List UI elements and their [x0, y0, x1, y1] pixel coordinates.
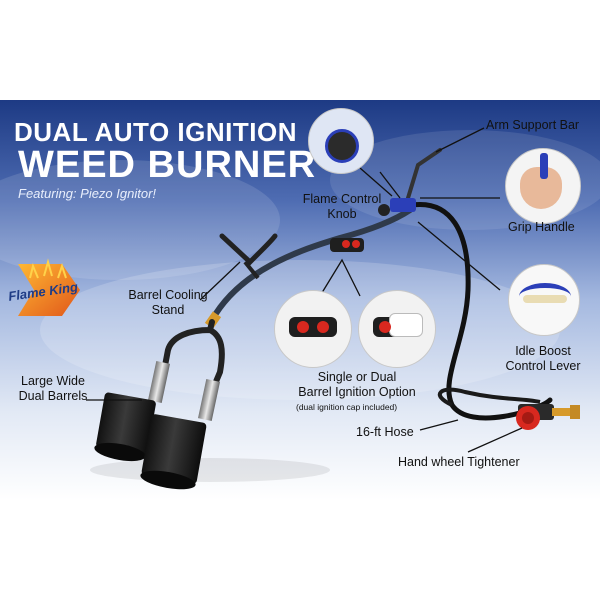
label-line: Control Lever — [505, 359, 581, 373]
label-large-barrels: Large Wide Dual Barrels — [12, 374, 94, 404]
title-line-2: WEED BURNER — [18, 144, 317, 186]
lever-detail-circle — [508, 264, 580, 336]
label-line: Idle Boost — [515, 344, 571, 358]
knob-icon — [325, 129, 359, 163]
label-ignition-option: Single or Dual Barrel Ignition Option — [282, 370, 432, 400]
label-line: Dual Barrels — [18, 389, 88, 403]
flame-king-logo — [18, 258, 80, 316]
red-button-icon — [379, 321, 391, 333]
label-line: Barrel Ignition Option — [298, 385, 416, 399]
handle-icon — [540, 153, 548, 179]
label-ignition-note: (dual ignition cap included) — [296, 402, 398, 412]
label-arm-support-bar: Arm Support Bar — [486, 118, 580, 132]
barrel-left — [94, 392, 156, 462]
label-barrel-cooling-stand: Barrel Cooling Stand — [120, 288, 216, 318]
label-line: Single or Dual — [317, 370, 397, 384]
red-button-icon — [317, 321, 329, 333]
white-cap-icon — [389, 313, 423, 337]
label-line: Stand — [151, 303, 185, 317]
barrel-right — [140, 414, 207, 490]
ignition-unit — [330, 238, 364, 252]
ground-shadow — [90, 458, 330, 482]
red-button-icon — [297, 321, 309, 333]
gas-hose-loop — [438, 387, 541, 407]
regulator — [516, 404, 580, 430]
label-line: Barrel Cooling — [128, 288, 208, 302]
flame-control-knob — [378, 204, 390, 216]
gas-hose — [409, 201, 553, 421]
barrel-manifold — [157, 319, 225, 399]
dual-ignition-circle — [274, 290, 352, 368]
label-idle-boost: Idle Boost Control Lever — [488, 344, 598, 374]
single-ignition-circle — [358, 290, 436, 368]
label-flame-control-knob: Flame Control Knob — [292, 192, 392, 222]
label-line: Large Wide — [21, 374, 85, 388]
label-hand-wheel: Hand wheel Tightener — [398, 455, 520, 469]
label-line: Flame Control — [302, 192, 382, 206]
lever-icon — [519, 283, 571, 310]
grip-detail-circle — [505, 148, 581, 224]
knob-detail-circle — [308, 108, 374, 174]
label-line: Knob — [327, 207, 357, 221]
subtitle: Featuring: Piezo Ignitor! — [18, 186, 157, 201]
valve-body — [390, 198, 416, 212]
barrel-cooling-stand — [219, 233, 278, 266]
background-haze — [0, 160, 280, 280]
label-hose: 16-ft Hose — [356, 425, 414, 439]
arm-support-bar — [403, 148, 442, 210]
title-line-1: DUAL AUTO IGNITION — [14, 117, 297, 147]
nozzle-sleeve-left — [147, 360, 171, 404]
lever-arm-icon — [523, 295, 567, 303]
nozzle-sleeve-right — [197, 378, 221, 422]
callout-lines — [86, 127, 523, 453]
label-grip-handle: Grip Handle — [508, 220, 575, 234]
